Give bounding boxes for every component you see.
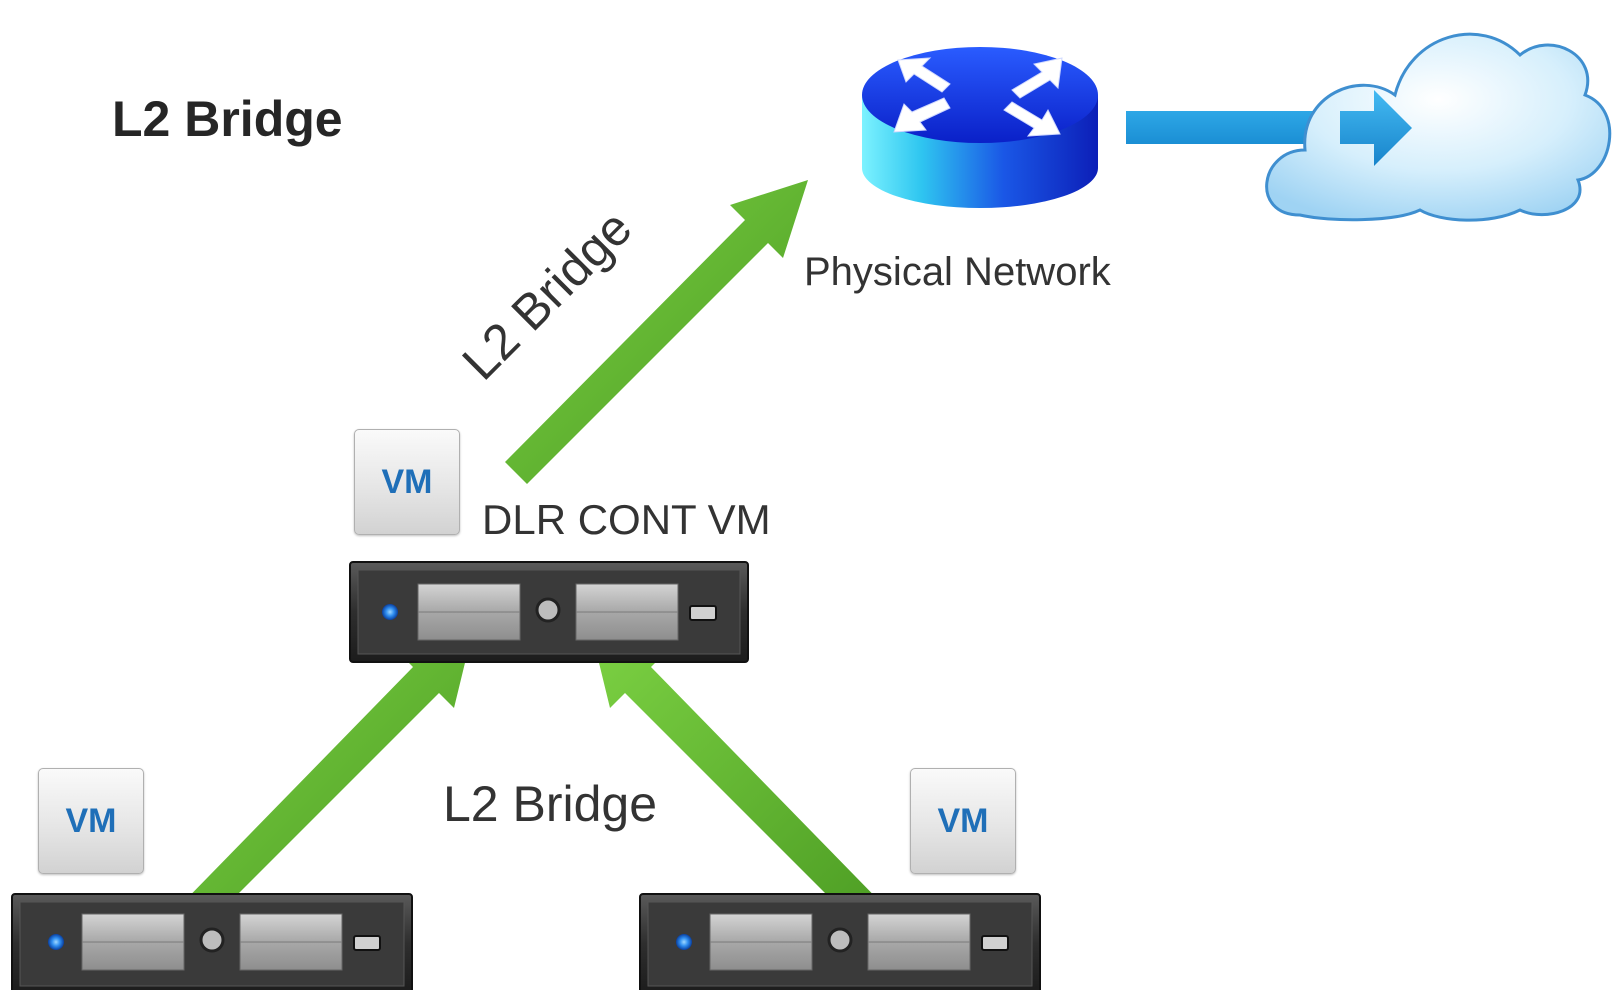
arrow-icon [505,180,808,484]
cloud-icon [1265,32,1612,222]
arrow-icon [168,634,472,940]
vm-box-top: VM [354,429,460,535]
vm-label: VM [65,801,117,840]
vm-label: VM [381,462,433,501]
server-icon [639,893,1041,990]
page-title: L2 Bridge [112,91,343,147]
arrow-icon [592,634,896,940]
physical-network-label: Physical Network [804,250,1111,294]
arrow-icon [1126,90,1412,166]
dlr-cont-vm-label: DLR CONT VM [482,496,771,543]
vm-box-left: VM [38,768,144,874]
vm-label: VM [937,801,989,840]
server-icon [11,893,413,990]
server-icon [349,561,749,663]
router-icon [862,47,1098,208]
l2-bridge-bottom-label: L2 Bridge [443,776,658,832]
vm-box-right: VM [910,768,1016,874]
